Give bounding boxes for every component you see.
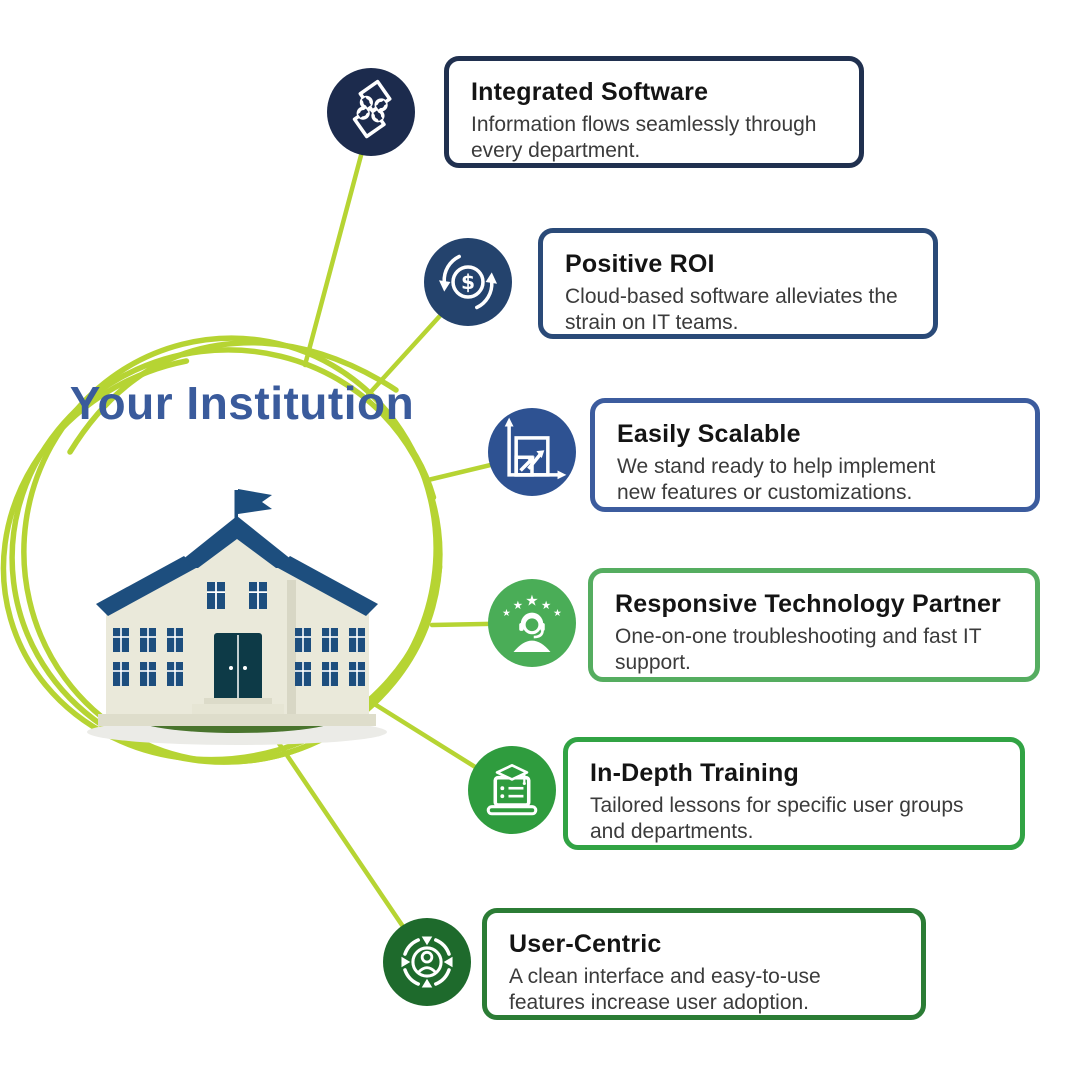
feature-description: One-on-one troubleshooting and fast IT s… xyxy=(615,625,982,675)
feature-box-positive-roi: Positive ROI Cloud-based software allevi… xyxy=(538,228,938,339)
training-laptop-icon xyxy=(468,746,556,834)
puzzle-pieces-icon xyxy=(327,68,415,156)
feature-title: Responsive Technology Partner xyxy=(615,590,1001,618)
center-title: Your Institution xyxy=(69,377,415,429)
feature-title: Integrated Software xyxy=(471,78,709,106)
svg-text:★: ★ xyxy=(525,591,538,609)
feature-title: Easily Scalable xyxy=(617,420,801,448)
user-centric-icon xyxy=(383,918,471,1006)
school-building-illustration xyxy=(87,489,387,745)
svg-text:$: $ xyxy=(461,270,475,294)
feature-description: Tailored lessons for specific user group… xyxy=(590,794,964,844)
feature-description: We stand ready to help implement new fea… xyxy=(617,455,936,505)
feature-box-responsive-technology-partner: Responsive Technology Partner One-on-one… xyxy=(588,568,1040,682)
feature-box-in-depth-training: In-Depth Training Tailored lessons for s… xyxy=(563,737,1025,850)
feature-box-user-centric: User-Centric A clean interface and easy-… xyxy=(482,908,926,1020)
feature-box-integrated-software: Integrated Software Information flows se… xyxy=(444,56,864,168)
svg-text:★: ★ xyxy=(513,598,523,612)
feature-description: A clean interface and easy-to-use featur… xyxy=(509,965,821,1015)
feature-title: User-Centric xyxy=(509,930,662,958)
connector-line xyxy=(302,115,374,368)
feature-description: Cloud-based software alleviates the stra… xyxy=(565,285,898,335)
svg-text:★: ★ xyxy=(502,608,511,619)
svg-text:★: ★ xyxy=(553,608,562,619)
growth-chart-icon xyxy=(488,408,576,496)
feature-box-easily-scalable: Easily Scalable We stand ready to help i… xyxy=(590,398,1040,512)
feature-description: Information flows seamlessly through eve… xyxy=(471,113,817,163)
support-agent-icon: ★ ★ ★ ★ ★ xyxy=(488,579,576,667)
roi-cycle-icon: $ xyxy=(424,238,512,326)
feature-title: Positive ROI xyxy=(565,250,715,278)
feature-title: In-Depth Training xyxy=(590,759,799,787)
scribble-circle xyxy=(0,335,444,765)
svg-text:★: ★ xyxy=(541,598,551,612)
